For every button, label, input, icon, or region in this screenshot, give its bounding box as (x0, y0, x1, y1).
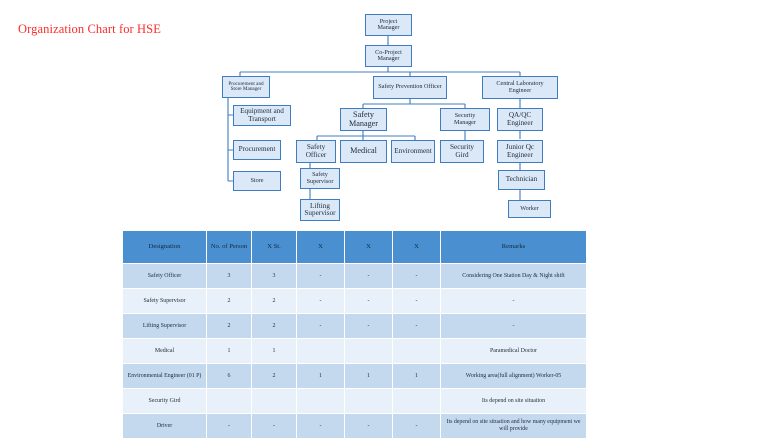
column-header-x-2: X (344, 230, 393, 264)
cell-designation: Driver (122, 413, 207, 439)
cell-no-of-person: 2 (206, 288, 252, 314)
table-row: Safety Supervisor 2 2 - - - - (122, 288, 587, 314)
table-header-row: Designation No. of Person X St. X X X Re… (122, 230, 587, 264)
page-title: Organization Chart for HSE (18, 22, 161, 36)
org-node-safety-prevention-officer[interactable]: Safety Prevention Officer (373, 76, 447, 99)
org-node-security-gird[interactable]: Security Gird (440, 140, 484, 163)
table-row: Medical 1 1 Paramedical Doctor (122, 338, 587, 364)
org-node-safety-officer[interactable]: Safety Officer (296, 140, 336, 163)
cell-no-of-person: 3 (206, 263, 252, 289)
cell-remarks: Paramedical Doctor (440, 338, 587, 364)
cell-no-of-person: 2 (206, 313, 252, 339)
cell-x-1 (296, 388, 345, 414)
cell-remarks: Working area(full alignment) Worker-05 (440, 363, 587, 389)
org-node-security-manager[interactable]: Security Manager (440, 108, 490, 131)
cell-x-st: 2 (251, 313, 297, 339)
manpower-table: Designation No. of Person X St. X X X Re… (122, 230, 587, 439)
table-row: Safety Officer 3 3 - - - Considering One… (122, 263, 587, 289)
cell-x-3: - (392, 313, 441, 339)
org-node-medical[interactable]: Medical (340, 140, 387, 163)
column-header-no-of-person: No. of Person (206, 230, 252, 264)
column-header-x-1: X (296, 230, 345, 264)
org-node-store[interactable]: Store (233, 171, 281, 191)
cell-x-3: - (392, 288, 441, 314)
cell-x-2: - (344, 313, 393, 339)
cell-x-1: - (296, 288, 345, 314)
cell-x-1: 1 (296, 363, 345, 389)
org-node-junior-qc-engineer[interactable]: Junior Qc Engineer (497, 140, 543, 163)
org-node-procurement-store-manager[interactable]: Procurement and Store Manager (222, 76, 270, 98)
table-row: Driver - - - - - Its depend on site situ… (122, 413, 587, 439)
cell-x-3 (392, 388, 441, 414)
cell-designation: Safety Officer (122, 263, 207, 289)
cell-x-1 (296, 338, 345, 364)
org-node-environment[interactable]: Environment (391, 140, 435, 163)
cell-no-of-person: 1 (206, 338, 252, 364)
cell-x-1: - (296, 313, 345, 339)
org-node-procurement[interactable]: Procurement (233, 140, 281, 160)
cell-no-of-person: - (206, 413, 252, 439)
column-header-remarks: Remarks (440, 230, 587, 264)
cell-x-2: - (344, 413, 393, 439)
org-node-project-manager[interactable]: Project Manager (365, 14, 412, 36)
cell-x-3: 1 (392, 363, 441, 389)
cell-x-st: 2 (251, 363, 297, 389)
organization-chart: Project Manager Co-Project Manager Procu… (222, 14, 558, 221)
column-header-designation: Designation (122, 230, 207, 264)
cell-remarks: Its depend on site situation and how man… (440, 413, 587, 439)
cell-x-st (251, 388, 297, 414)
org-node-worker[interactable]: Worker (508, 200, 551, 218)
org-node-co-project-manager[interactable]: Co-Project Manager (365, 45, 412, 67)
cell-x-st: 2 (251, 288, 297, 314)
org-node-equipment-and-transport[interactable]: Equipment and Transport (233, 105, 291, 126)
cell-remarks: - (440, 313, 587, 339)
org-node-technician[interactable]: Technician (498, 170, 545, 190)
cell-no-of-person (206, 388, 252, 414)
org-node-qa-qc-engineer[interactable]: QA/QC Engineer (497, 108, 543, 131)
cell-x-2 (344, 388, 393, 414)
cell-no-of-person: 6 (206, 363, 252, 389)
cell-designation: Security Gird (122, 388, 207, 414)
org-node-safety-manager[interactable]: Safety Manager (340, 108, 387, 131)
column-header-x-3: X (392, 230, 441, 264)
cell-designation: Safety Supervisor (122, 288, 207, 314)
cell-x-3: - (392, 263, 441, 289)
cell-x-st: 1 (251, 338, 297, 364)
table-row: Lifting Supervisor 2 2 - - - - (122, 313, 587, 339)
cell-remarks: Considering One Station Day & Night shif… (440, 263, 587, 289)
cell-x-st: - (251, 413, 297, 439)
cell-x-1: - (296, 263, 345, 289)
cell-x-1: - (296, 413, 345, 439)
cell-designation: Environmental Engineer (01 P) (122, 363, 207, 389)
cell-x-2: - (344, 263, 393, 289)
column-header-x-st: X St. (251, 230, 297, 264)
table-row: Environmental Engineer (01 P) 6 2 1 1 1 … (122, 363, 587, 389)
cell-remarks: - (440, 288, 587, 314)
org-node-central-laboratory-engineer[interactable]: Central Laboratory Engineer (482, 76, 558, 99)
org-node-lifting-supervisor[interactable]: Lifting Supervisor (300, 199, 340, 221)
cell-designation: Lifting Supervisor (122, 313, 207, 339)
cell-x-st: 3 (251, 263, 297, 289)
cell-x-2 (344, 338, 393, 364)
table-row: Security Gird Its depend on site situati… (122, 388, 587, 414)
cell-remarks: Its depend on site situation (440, 388, 587, 414)
cell-x-2: - (344, 288, 393, 314)
cell-x-3: - (392, 413, 441, 439)
cell-x-2: 1 (344, 363, 393, 389)
org-node-safety-supervisor[interactable]: Safety Supervisor (300, 168, 340, 189)
cell-designation: Medical (122, 338, 207, 364)
cell-x-3 (392, 338, 441, 364)
